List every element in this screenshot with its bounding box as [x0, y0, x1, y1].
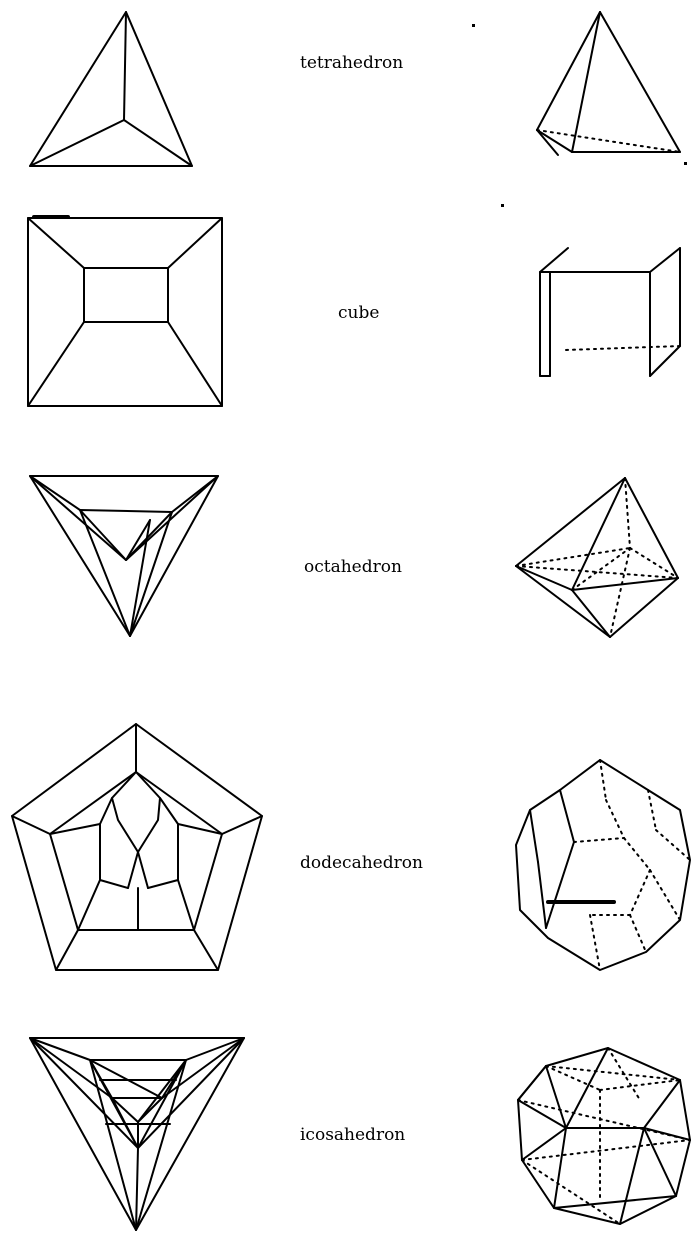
octahedron-3d-drawing — [515, 477, 679, 638]
scan-specks — [472, 24, 687, 207]
cube-row: cube — [27, 215, 681, 407]
tetrahedron-label: tetrahedron — [300, 53, 403, 73]
cube-label: cube — [338, 303, 379, 323]
octahedron-row: octahedron — [29, 475, 679, 638]
tetrahedron-3d-drawing — [536, 11, 681, 156]
dodecahedron-label: dodecahedron — [300, 853, 423, 873]
dodecahedron-schlegel-diagram — [11, 723, 263, 971]
octahedron-label: octahedron — [304, 557, 402, 577]
cube-schlegel-diagram — [27, 215, 223, 407]
dodecahedron-3d-drawing — [515, 759, 691, 971]
icosahedron-3d-drawing — [517, 1047, 691, 1225]
icosahedron-schlegel-diagram — [29, 1037, 245, 1231]
tetrahedron-schlegel-diagram — [29, 11, 193, 167]
dodecahedron-row: dodecahedron — [11, 723, 691, 971]
icosahedron-row: icosahedron — [29, 1037, 691, 1231]
cube-3d-drawing — [539, 247, 681, 377]
tetrahedron-row: tetrahedron — [29, 11, 681, 167]
icosahedron-label: icosahedron — [300, 1125, 405, 1145]
octahedron-schlegel-diagram — [29, 475, 219, 637]
